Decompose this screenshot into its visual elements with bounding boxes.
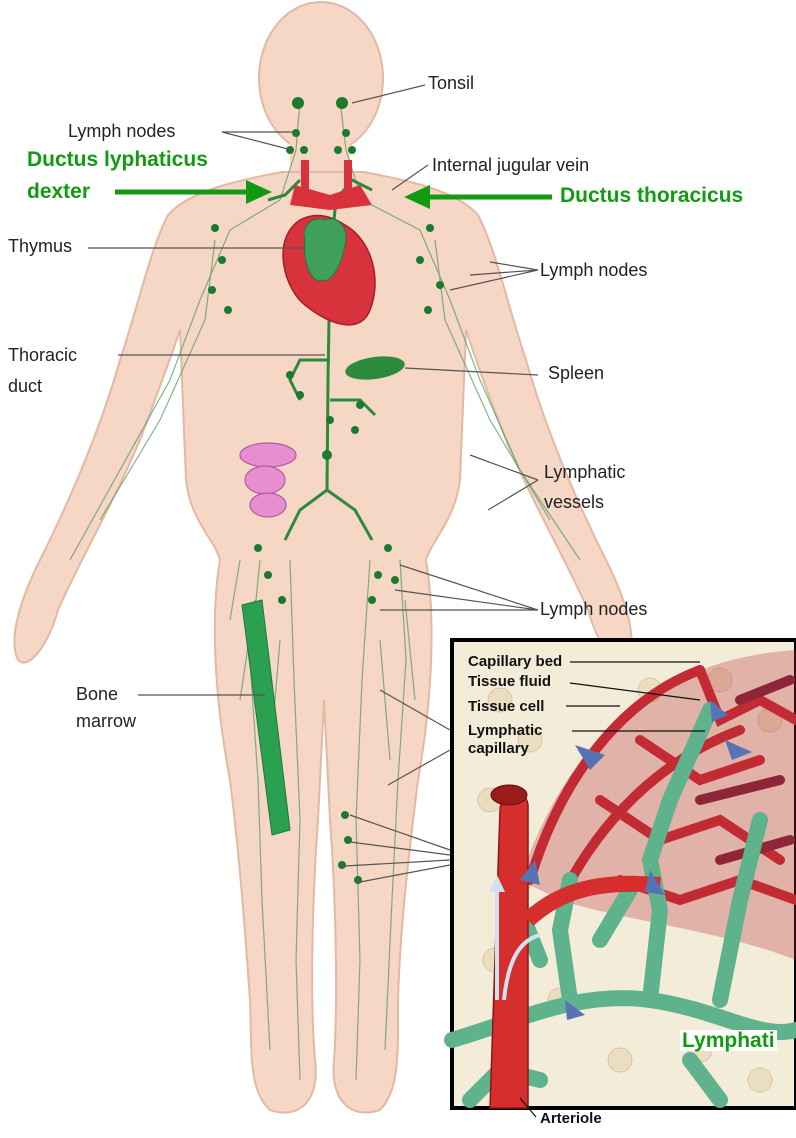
inset-label-lymphatic-capillary-line1: Lymphatic xyxy=(468,722,542,739)
label-spleen: Spleen xyxy=(548,363,604,384)
label-lymph-nodes-neck: Lymph nodes xyxy=(68,121,175,142)
inset-label-lymphatic-partial: Lymphati xyxy=(680,1030,777,1051)
label-lymph-nodes-arm: Lymph nodes xyxy=(540,260,647,281)
label-bone-marrow-line2: marrow xyxy=(76,711,136,732)
label-tonsil: Tonsil xyxy=(428,73,474,94)
inset-label-tissue-cell: Tissue cell xyxy=(468,698,544,715)
annotation-ductus-lyphaticus-line2: dexter xyxy=(27,179,90,204)
annotation-ductus-lyphaticus-line1: Ductus lyphaticus xyxy=(27,147,208,172)
inset-label-capillary-bed: Capillary bed xyxy=(468,653,562,670)
label-lymphatic-vessels-line1: Lymphatic xyxy=(544,462,625,483)
inset-label-tissue-fluid: Tissue fluid xyxy=(468,673,551,690)
label-thoracic-duct-line2: duct xyxy=(8,376,42,397)
label-thoracic-duct-line1: Thoracic xyxy=(8,345,77,366)
label-bone-marrow-line1: Bone xyxy=(76,684,118,705)
annotation-ductus-thoracicus: Ductus thoracicus xyxy=(560,183,743,208)
label-lymphatic-vessels-line2: vessels xyxy=(544,492,604,513)
label-lymph-nodes-groin: Lymph nodes xyxy=(540,599,647,620)
inset-label-lymphatic-capillary-line2: capillary xyxy=(468,740,529,757)
label-thymus: Thymus xyxy=(8,236,72,257)
inset-label-arteriole: Arteriole xyxy=(540,1110,602,1127)
label-internal-jugular-vein: Internal jugular vein xyxy=(432,155,589,176)
